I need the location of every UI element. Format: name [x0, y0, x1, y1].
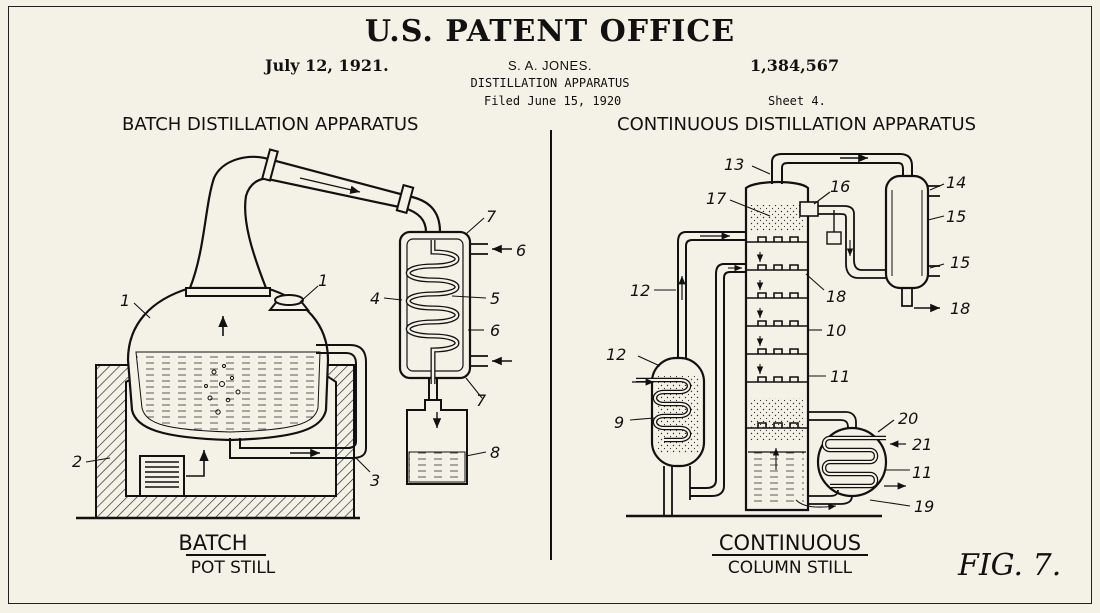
ref-preheater-9: 9: [614, 413, 624, 432]
ref-reboiler-20: 20: [898, 409, 918, 428]
patent-number: 1,384,567: [750, 56, 840, 75]
inventor-name: S. A. JONES.: [507, 58, 593, 73]
pot-still-drawing: [76, 148, 512, 520]
column-still-drawing: [626, 153, 940, 518]
continuous-caption-title: CONTINUOUS: [718, 531, 862, 555]
ref-condenser-4: 4: [370, 289, 380, 308]
ref-furnace-2: 2: [72, 452, 82, 471]
office-title: U.S. PATENT OFFICE: [364, 14, 736, 49]
ref-outlet-19: 19: [914, 497, 934, 516]
ref-tray-11: 11: [830, 367, 850, 386]
ref-receiver-8: 8: [490, 443, 500, 462]
ref-vapor-line-13: 13: [724, 155, 744, 174]
ref-water-6: 6: [490, 321, 500, 340]
batch-caption-subtitle: POT STILL: [190, 558, 276, 578]
figure-label: FIG. 7.: [958, 548, 1062, 583]
column-trays: [746, 236, 808, 429]
patent-subject: DISTILLATION APPARATUS: [470, 76, 630, 90]
boiling-bubbles: [204, 364, 241, 415]
ref-return-pipe-3: 3: [370, 471, 380, 490]
furnace: [76, 364, 360, 520]
continuous-caption-subtitle: COLUMN STILL: [727, 558, 853, 578]
batch-caption-title: BATCH: [178, 531, 248, 555]
ref-bottom-7: 7: [476, 391, 487, 410]
continuous-heading: CONTINUOUS DISTILLATION APPARATUS: [617, 114, 977, 135]
ref-condenser-14: 14: [946, 173, 966, 192]
ref-manhole-1: 1: [318, 271, 328, 290]
ref-steam-11: 11: [912, 463, 932, 482]
ref-condenser-15: 15: [946, 207, 966, 226]
ref-coil-5: 5: [490, 289, 500, 308]
left-leader-lines: [85, 217, 487, 473]
ref-water-15: 15: [950, 253, 970, 272]
sheet-border: [8, 6, 1092, 604]
ref-product-18: 18: [950, 299, 970, 318]
ref-water-inlet-6: 6: [516, 241, 526, 260]
ref-top-7: 7: [486, 207, 497, 226]
sheet-number: Sheet 4.: [768, 94, 826, 108]
right-leader-lines: [629, 165, 945, 507]
ref-inlet-21: 21: [912, 435, 932, 454]
right-reference-numerals: 13 14 15 15 16 17 18 18 12 12 10 11 11 9…: [606, 155, 970, 516]
patent-date: July 12, 1921.: [265, 56, 389, 75]
ref-top-17: 17: [706, 189, 727, 208]
left-reference-numerals: 1 1 2 3 4 5 6 6 7 7 8: [72, 207, 526, 490]
ref-valve-16: 16: [830, 177, 850, 196]
ref-pot-1: 1: [120, 291, 130, 310]
ref-preheater-12: 12: [606, 345, 626, 364]
filed-date: Filed June 15, 1920: [484, 94, 622, 108]
ref-reflux-18: 18: [826, 287, 846, 306]
batch-heading: BATCH DISTILLATION APPARATUS: [122, 114, 419, 135]
ref-feed-12: 12: [630, 281, 650, 300]
ref-tray-10: 10: [826, 321, 846, 340]
